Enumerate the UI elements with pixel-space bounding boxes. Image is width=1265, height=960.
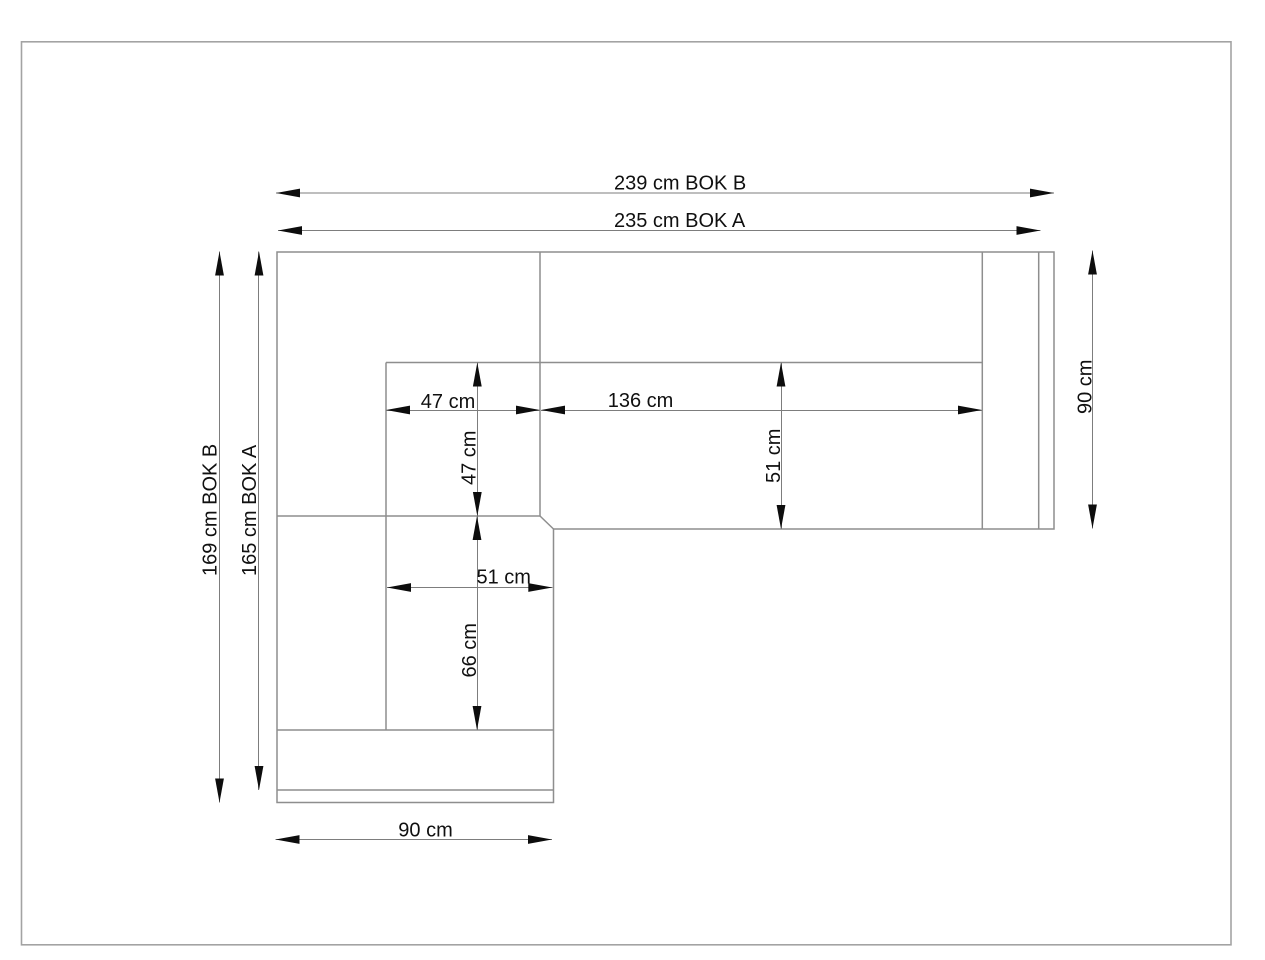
- svg-text:51 cm: 51 cm: [476, 567, 530, 589]
- svg-text:66 cm: 66 cm: [459, 623, 481, 677]
- svg-text:235 cm BOK A: 235 cm BOK A: [614, 210, 746, 232]
- svg-text:169 cm BOK B: 169 cm BOK B: [199, 444, 221, 576]
- svg-text:47 cm: 47 cm: [459, 431, 481, 485]
- svg-text:165 cm BOK A: 165 cm BOK A: [239, 444, 261, 576]
- svg-text:239 cm BOK B: 239 cm BOK B: [614, 173, 746, 195]
- svg-text:90 cm: 90 cm: [1075, 360, 1097, 414]
- svg-text:90 cm: 90 cm: [398, 820, 452, 842]
- svg-text:47 cm: 47 cm: [421, 391, 475, 413]
- svg-text:136 cm: 136 cm: [608, 390, 674, 412]
- svg-text:51 cm: 51 cm: [763, 429, 785, 483]
